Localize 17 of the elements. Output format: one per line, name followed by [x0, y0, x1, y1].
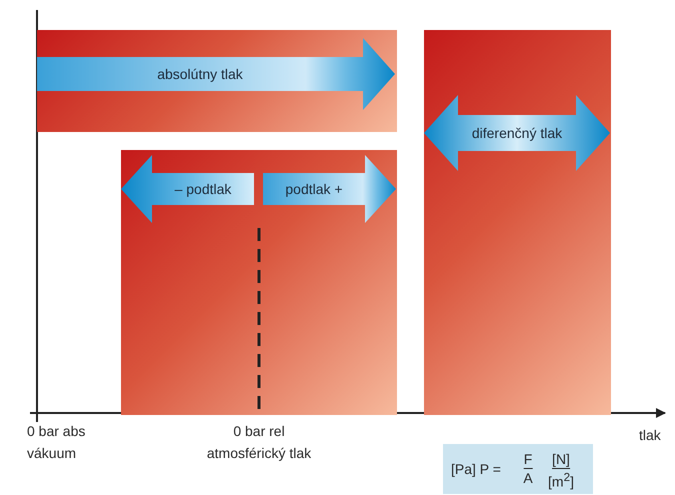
formula-text: [m$^{2}$]: [548, 470, 574, 490]
axis-label: 0 bar abs: [27, 422, 86, 440]
pressure-band: [121, 150, 397, 415]
axis-label: atmosférický tlak: [206, 444, 312, 462]
arrow-label: – podtlak: [174, 181, 232, 197]
pressure-band: [424, 30, 611, 415]
formula-text: A: [523, 470, 533, 486]
axis-label: vákuum: [27, 444, 76, 462]
arrow-label: absolútny tlak: [157, 66, 243, 82]
arrow-label: podtlak +: [285, 181, 343, 197]
arrow-label: diferenčný tlak: [472, 125, 562, 141]
axis-title: tlak: [639, 426, 661, 444]
formula-text: [N]: [552, 451, 570, 469]
axis-label: 0 bar rel: [233, 422, 285, 440]
pressure-band: [37, 30, 397, 132]
formula-text: F: [524, 451, 532, 469]
formula-text: [Pa] P =: [451, 461, 501, 477]
